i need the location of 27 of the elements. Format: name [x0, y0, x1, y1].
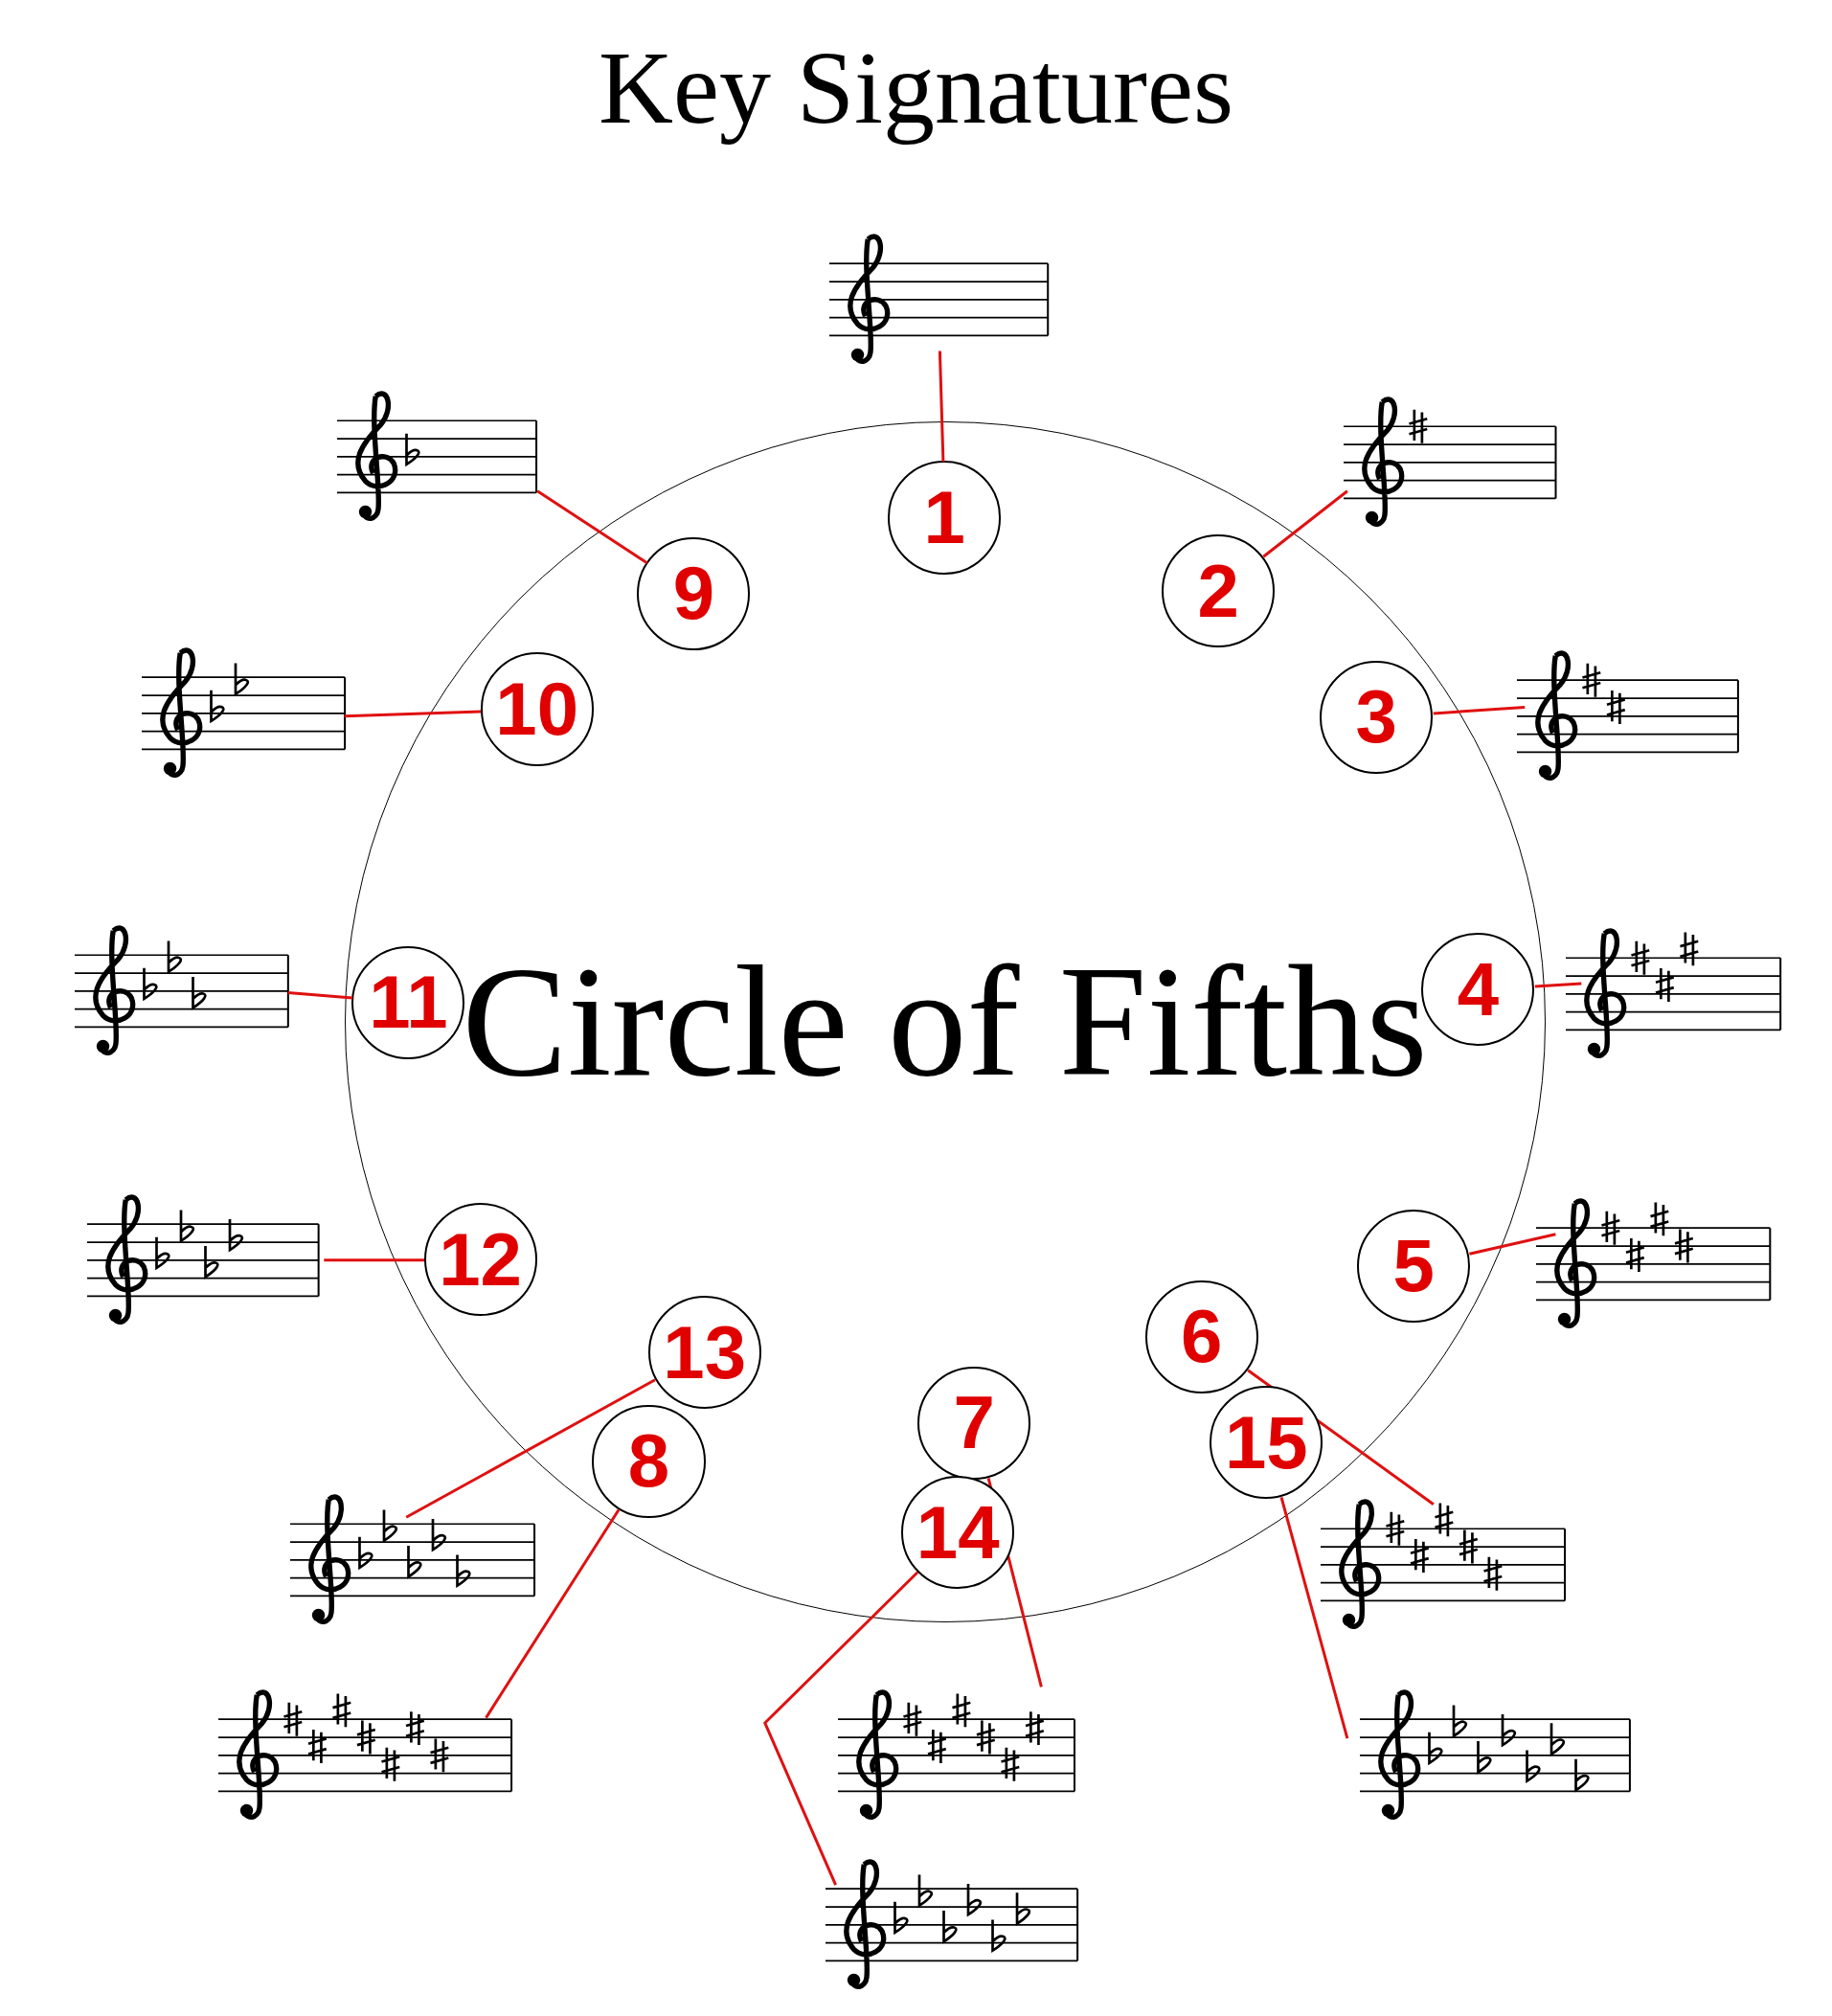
leader-line: [1534, 982, 1582, 988]
leader-line: [1279, 1496, 1349, 1739]
leader-line: [938, 351, 945, 463]
title: Key Signatures: [598, 30, 1234, 147]
leader-line: [405, 1378, 656, 1519]
number-circle: 9: [637, 536, 751, 650]
leader-line: [344, 710, 482, 718]
number-circle: 5: [1357, 1209, 1471, 1323]
number-circle: 4: [1421, 933, 1535, 1047]
number-circle: 1: [888, 461, 1002, 575]
leader-line: [287, 990, 353, 1000]
number-circle: 2: [1162, 533, 1276, 648]
leader-line: [1247, 1369, 1435, 1506]
number-circle: 12: [423, 1203, 537, 1317]
leader-line: [1262, 489, 1348, 558]
number-circle: 11: [351, 945, 465, 1059]
number-circle: 3: [1320, 660, 1434, 774]
leader-line: [1433, 705, 1526, 715]
number-circle: 7: [917, 1366, 1031, 1480]
leader-line: [324, 1258, 424, 1262]
number-circle: 6: [1144, 1280, 1258, 1393]
number-circle: 8: [592, 1404, 706, 1518]
leader-line: [763, 1571, 919, 1886]
leader-line: [536, 489, 648, 565]
number-circle: 10: [480, 652, 594, 766]
leader-line: [1469, 1233, 1556, 1256]
leader-line: [485, 1508, 621, 1719]
